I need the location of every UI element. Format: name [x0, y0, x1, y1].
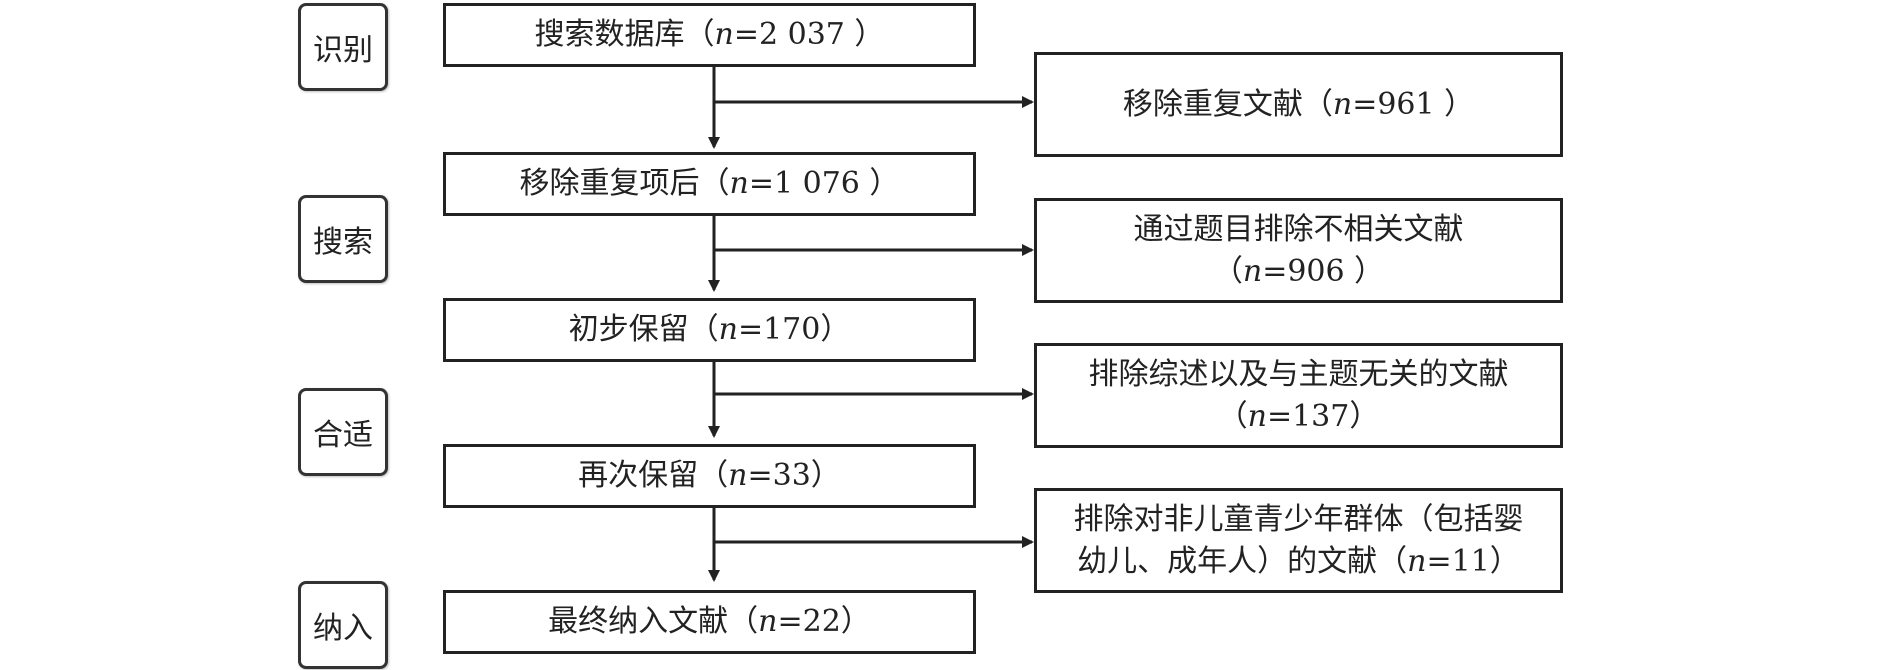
- stage-label-text: 识别: [313, 33, 373, 68]
- step-text: 移除重复项后（n=1 076 ）: [519, 166, 900, 201]
- step-text: 最终纳入文献（n=22）: [548, 604, 871, 639]
- exclusion-line2: （n=906 ）: [1212, 253, 1385, 289]
- exclusion-line1: 通过题目排除不相关文献: [1133, 211, 1464, 247]
- exclusion-reviews-irrelevant: 排除综述以及与主题无关的文献 （n=137）: [1034, 343, 1563, 448]
- stage-label-text: 合适: [313, 418, 373, 453]
- step-text: 初步保留（n=170）: [568, 312, 851, 347]
- exclusion-text: 移除重复文献（n=961 ）: [1122, 86, 1475, 122]
- exclusion-line1: 排除对非儿童青少年群体（包括婴: [1073, 501, 1524, 537]
- exclusion-by-title: 通过题目排除不相关文献 （n=906 ）: [1034, 198, 1563, 303]
- exclusion-duplicates: 移除重复文献（n=961 ）: [1034, 52, 1563, 157]
- step-search-database: 搜索数据库（n=2 037 ）: [443, 3, 976, 67]
- step-final-included: 最终纳入文献（n=22）: [443, 590, 976, 654]
- exclusion-line2: （n=137）: [1217, 398, 1380, 434]
- exclusion-line1: 排除综述以及与主题无关的文献: [1088, 356, 1509, 392]
- stage-label-search: 搜索: [298, 195, 388, 283]
- exclusion-line2: 幼儿、成年人）的文献（n=11）: [1077, 543, 1520, 579]
- exclusion-non-children: 排除对非儿童青少年群体（包括婴 幼儿、成年人）的文献（n=11）: [1034, 488, 1563, 593]
- stage-label-eligible: 合适: [298, 388, 388, 476]
- stage-label-identify: 识别: [298, 3, 388, 91]
- step-second-retained: 再次保留（n=33）: [443, 444, 976, 508]
- stage-label-text: 搜索: [313, 225, 373, 260]
- step-text: 再次保留（n=33）: [578, 458, 841, 493]
- step-after-dedup: 移除重复项后（n=1 076 ）: [443, 152, 976, 216]
- stage-label-included: 纳入: [298, 581, 388, 669]
- stage-label-text: 纳入: [313, 611, 373, 646]
- step-text: 搜索数据库（n=2 037 ）: [534, 17, 885, 52]
- step-initial-retained: 初步保留（n=170）: [443, 298, 976, 362]
